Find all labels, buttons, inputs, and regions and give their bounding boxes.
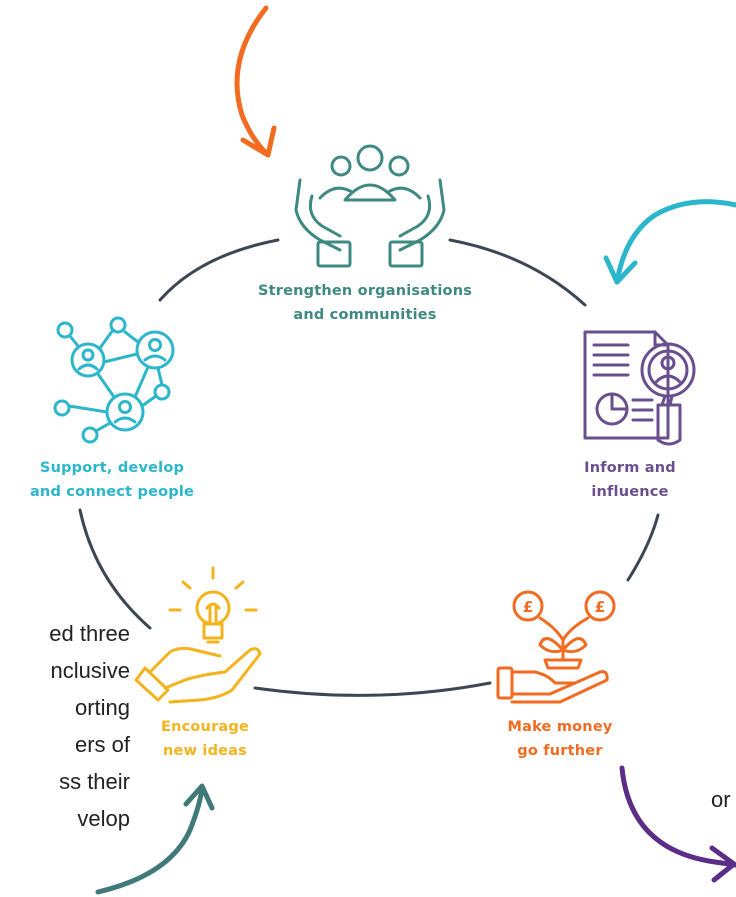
cyan-curved-arrow (603, 199, 736, 285)
label-ideas: Encourage new ideas (140, 715, 270, 763)
people-network-icon (53, 316, 175, 444)
label-strengthen-line1: Strengthen organisations (257, 283, 473, 299)
left-text-line: velop (77, 806, 130, 831)
coins-plant-hand-icon: £ £ (496, 590, 616, 704)
label-money-line2: go further (517, 743, 603, 759)
ring-segment-right (626, 513, 660, 582)
label-inform: Inform and influence (570, 456, 690, 504)
ring-segment-left (78, 508, 152, 630)
purple-curved-arrow (619, 765, 736, 883)
label-money: Make money go further (490, 715, 630, 763)
label-inform-line1: Inform and (584, 460, 676, 476)
ring-segment-top-right (448, 238, 587, 307)
label-money-line1: Make money (507, 719, 613, 735)
left-text-line: ed three (49, 621, 130, 646)
lightbulb-hand-icon (134, 566, 262, 704)
report-magnifier-icon (583, 330, 696, 446)
left-text-line: ss their (59, 769, 130, 794)
label-strengthen: Strengthen organisations and communities (225, 279, 505, 327)
svg-text:£: £ (595, 598, 605, 616)
left-text-line: ers of (74, 732, 130, 757)
left-text-line: orting (74, 695, 130, 720)
label-connect-line2: and connect people (29, 484, 195, 500)
ring-segment-top-left (158, 238, 280, 302)
label-strengthen-line2: and communities (293, 307, 437, 323)
people-hands-icon (294, 144, 446, 268)
label-connect: Support, develop and connect people (0, 456, 224, 504)
label-ideas-line2: new ideas (163, 743, 247, 759)
ring-segment-bottom (253, 681, 492, 697)
label-ideas-line1: Encourage (160, 719, 250, 735)
ring (78, 238, 660, 697)
label-connect-line1: Support, develop (39, 460, 185, 476)
right-text-line: or (711, 787, 731, 812)
orange-curved-arrow (234, 5, 277, 158)
label-inform-line2: influence (591, 484, 669, 500)
teal-curved-arrow (95, 783, 215, 895)
left-text-line: nclusive (50, 658, 130, 683)
svg-text:£: £ (523, 598, 533, 616)
